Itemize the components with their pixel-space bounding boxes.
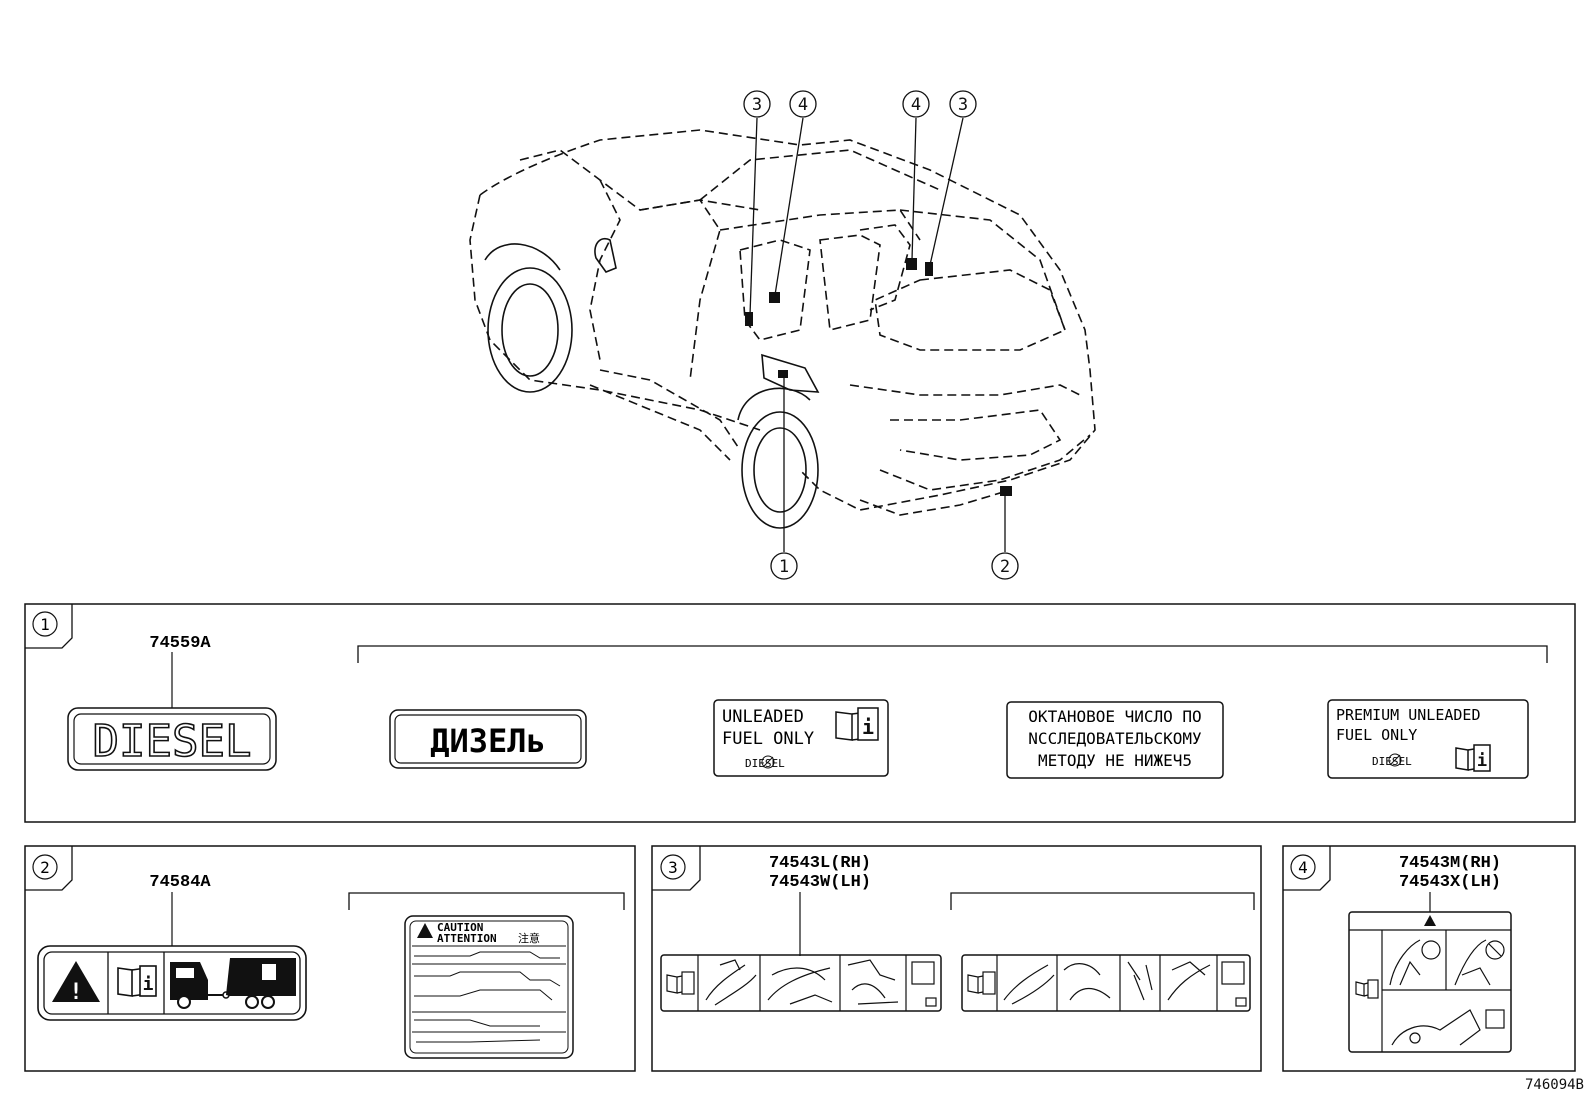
unleaded-diesel-small: DIESEL <box>745 757 785 770</box>
octane-line2: NССЛЕДОВАТЕЛЬСКОМУ <box>1028 729 1202 748</box>
airbag-warning-label-lh <box>961 954 1251 1012</box>
leader-lines <box>749 117 1006 552</box>
airbag-warning-label-rh <box>660 954 942 1012</box>
seat-airbag-label <box>1348 911 1512 1053</box>
callout-circles <box>743 90 1019 580</box>
unleaded-line2: FUEL ONLY <box>722 729 814 749</box>
manual-book-icon-2: i <box>1455 744 1491 772</box>
caution-text: CAUTION <box>437 921 483 934</box>
vehicle-label-marks <box>745 258 1012 496</box>
prohibition-icon-2 <box>1485 940 1505 960</box>
panel-2: 2 74584A ! i <box>24 845 636 1072</box>
wheels <box>484 238 820 529</box>
callout-4-right-text: 4 <box>911 95 921 115</box>
panel-4-number: 4 <box>1298 858 1308 877</box>
panel-1-number: 1 <box>40 615 50 634</box>
callout-4-left <box>789 90 817 118</box>
panel-1-part-number: 74559A <box>149 634 211 653</box>
octane-ru-label: ОКТАНОВОЕ ЧИСЛО ПО NССЛЕДОВАТЕЛЬСКОМУ МЕ… <box>1006 701 1224 779</box>
premium-diesel-small: DIESEL <box>1372 755 1412 768</box>
unleaded-line1: UNLEADED <box>722 707 804 727</box>
caution-triangle-icon <box>417 923 433 938</box>
svg-text:i: i <box>862 715 874 739</box>
premium-line1: PREMIUM UNLEADED <box>1336 706 1481 724</box>
manual-book-icon-6 <box>1355 979 1379 999</box>
panel-1: 1 74559A DIESEL ДИЗЕЛь UNLEADED FUEL ONL… <box>24 603 1576 823</box>
octane-line3: МЕТОДУ НЕ НИЖЕЧ5 <box>1038 751 1192 770</box>
manual-book-icon-3: i <box>117 965 157 997</box>
callout-4-right <box>902 90 930 118</box>
callout-2-text: 2 <box>1000 557 1010 577</box>
warning-triangle-icon <box>52 961 100 1002</box>
panel-3-part-rh: 74543L(RH) <box>769 854 871 873</box>
unleaded-fuel-label: UNLEADED FUEL ONLY DIESEL i <box>713 699 889 777</box>
caution-cjk-text: 注意 <box>518 931 540 945</box>
panel-3-number: 3 <box>668 858 678 877</box>
diesel-text: DIESEL <box>93 716 252 767</box>
panel-4-part-rh: 74543M(RH) <box>1399 854 1501 873</box>
panel-3-part-lh: 74543W(LH) <box>769 873 871 892</box>
manual-book-icon-4 <box>666 971 695 995</box>
panel-4-part-lh: 74543X(LH) <box>1399 873 1501 892</box>
premium-unleaded-label: PREMIUM UNLEADED FUEL ONLY DIESEL i <box>1327 699 1529 779</box>
callout-3-left-text: 3 <box>752 95 762 115</box>
towing-warning-label: ! i <box>37 945 307 1021</box>
car-with-trailer-icon <box>170 958 296 1009</box>
diesel-ru-text: ДИЗЕЛь <box>430 722 546 760</box>
svg-text:!: ! <box>69 980 82 1005</box>
panel-3: 3 74543L(RH) 74543W(LH) <box>651 845 1262 1072</box>
manual-book-icon: i <box>835 707 879 741</box>
callout-3-right <box>949 90 977 118</box>
panel-4: 4 74543M(RH) 74543X(LH) <box>1282 845 1576 1072</box>
callout-1 <box>770 552 798 580</box>
callout-4-left-text: 4 <box>798 95 808 115</box>
panel-2-part-number: 74584A <box>149 873 211 892</box>
diesel-emblem: DIESEL <box>67 707 277 771</box>
premium-line2: FUEL ONLY <box>1336 726 1417 744</box>
callout-1-text: 1 <box>779 557 789 577</box>
manual-book-icon-5 <box>967 971 996 995</box>
callout-2 <box>991 552 1019 580</box>
caution-label: CAUTION ATTENTION 注意 <box>404 915 574 1059</box>
diesel-ru-label: ДИЗЕЛь <box>389 709 587 769</box>
svg-text:i: i <box>143 974 154 995</box>
callout-3-right-text: 3 <box>958 95 968 115</box>
panel-2-number: 2 <box>40 858 50 877</box>
callout-3-left <box>743 90 771 118</box>
vehicle-illustration <box>469 129 1096 516</box>
prohibition-icon-1 <box>1421 940 1441 960</box>
diagram-code: 746094B <box>1524 1077 1584 1093</box>
svg-text:i: i <box>1477 751 1487 771</box>
octane-line1: ОКТАНОВОЕ ЧИСЛО ПО <box>1028 707 1201 726</box>
warning-triangle-icon-2 <box>1424 915 1436 926</box>
attention-text: ATTENTION <box>437 932 497 945</box>
